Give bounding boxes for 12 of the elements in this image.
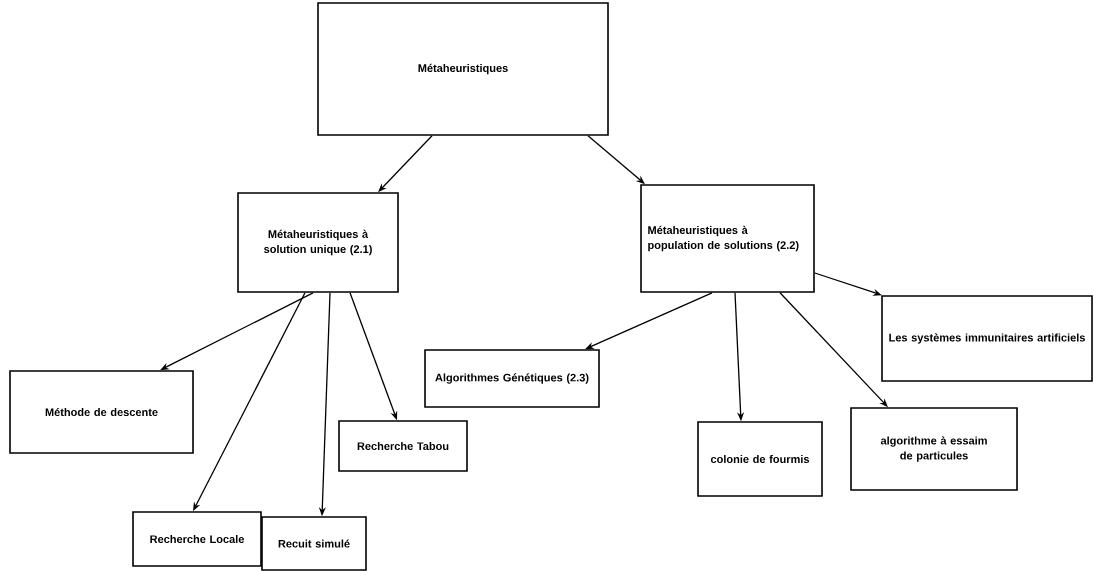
text-box: Les systèmes immunitaires artificiels [881, 295, 1093, 382]
text-box: Métaheuristiques [317, 2, 609, 136]
text-box: Recuit simulé [261, 516, 367, 571]
arrow [160, 292, 314, 371]
text-box: Méthode de descente [9, 370, 194, 454]
text-box: Métaheuristiques à solution unique (2.1) [237, 192, 399, 293]
text-box: Recherche Tabou [338, 420, 468, 472]
text-box: Recherche Locale [132, 511, 262, 567]
text-box: algorithme à essaim de particules [850, 407, 1018, 491]
text-box: Métaheuristiques à population de solutions (2.2) [640, 184, 815, 293]
text-box: Algorithmes Génétiques (2.3) [424, 349, 600, 408]
text-box: colonie de fourmis [697, 421, 823, 497]
